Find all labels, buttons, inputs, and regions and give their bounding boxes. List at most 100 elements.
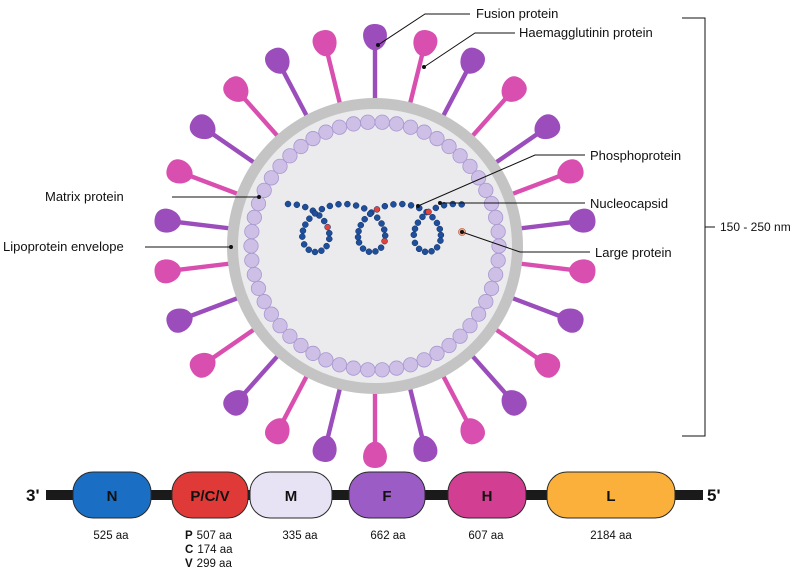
nucleocapsid-helix (284, 200, 466, 256)
nucleocapsid-bead (357, 221, 365, 229)
nucleocapsid-bead (335, 201, 342, 208)
matrix-protein-bead (282, 328, 298, 344)
matrix-protein-bead (256, 294, 272, 310)
spike-stalk (281, 368, 312, 423)
nucleocapsid-bead (373, 214, 381, 221)
spike-head (166, 159, 193, 184)
nucleocapsid-bead (419, 213, 426, 221)
spike-stalk (242, 349, 284, 396)
surface-glycoprotein-spikes (154, 24, 596, 468)
fusion-protein-spike (406, 381, 438, 462)
fusion-protein-spike (466, 349, 527, 416)
phosphoprotein-marker (324, 223, 331, 231)
fusion-protein-leader-dot (376, 43, 380, 47)
spike-stalk (488, 131, 540, 169)
haemagglutinin-spike (265, 368, 312, 445)
spike-head (501, 76, 527, 102)
haemagglutinin-spike (312, 30, 344, 111)
gene-m: M (249, 471, 333, 519)
matrix-protein-bead (246, 209, 262, 226)
nucleocapsid-bead (360, 205, 368, 212)
envelope-leader-dot (229, 245, 233, 249)
nucleocapsid-bead (306, 215, 313, 222)
matrix-protein-bead (345, 360, 362, 376)
label-large-protein: Large protein (595, 245, 672, 260)
nucleocapsid-bead (428, 248, 435, 255)
nucleocapsid-bead (299, 233, 306, 240)
nucleocapsid-bead (318, 205, 326, 213)
haemagglutinin-leader (423, 32, 515, 68)
nucleocapsid-bead (380, 226, 388, 233)
nucleocapsid-bead (365, 248, 373, 255)
matrix-protein-bead (402, 357, 419, 373)
nucleocapsid-bead (433, 244, 441, 251)
nucleocapsid-bead (361, 215, 368, 223)
matrix-protein-leader-dot (257, 195, 261, 199)
spike-stalk (325, 53, 344, 111)
spike-head (223, 390, 249, 416)
matrix-protein-bead (272, 158, 288, 174)
gene-label: N (107, 488, 118, 505)
nucleocapsid-bead (381, 232, 389, 239)
spike-head (166, 308, 193, 333)
fusion-protein-spike (265, 47, 312, 124)
spike-head (265, 418, 290, 445)
spike-head (189, 114, 216, 140)
large-protein-leader-dot (460, 230, 464, 234)
matrix-protein-bead (360, 362, 376, 378)
fusion-protein-leader (377, 13, 470, 46)
nucleocapsid-bead (355, 228, 362, 235)
matrix-protein-bead (256, 182, 272, 198)
matrix-protein-bead (388, 116, 405, 132)
matrix-protein-bead (490, 252, 506, 268)
spike-head (312, 435, 337, 462)
haemagglutinin-spike (505, 159, 584, 199)
phosphoprotein-leader (417, 154, 585, 207)
spike-stalk (210, 131, 262, 169)
spike-head (189, 352, 216, 378)
matrix-protein-bead (293, 337, 309, 354)
matrix-protein-bead (462, 158, 478, 174)
gene-block (171, 471, 249, 519)
size-h: 607 aa (468, 530, 504, 542)
spike-head (557, 159, 584, 184)
nucleocapsid-bead (437, 237, 444, 244)
gene-block (546, 471, 676, 519)
nucleocapsid-bead (433, 219, 441, 227)
matrix-protein-bead (293, 138, 309, 155)
nucleocapsid-bead (399, 200, 406, 208)
matrix-protein-bead (272, 318, 288, 334)
nucleocapsid-bead (284, 200, 292, 208)
matrix-protein-bead (305, 131, 321, 147)
spike-head (460, 47, 485, 74)
spike-stalk (406, 381, 425, 439)
matrix-protein-bead (250, 280, 267, 297)
nucleocapsid-bead (300, 241, 308, 248)
nucleocapsid-bead (344, 200, 351, 208)
nucleocapsid-bead (326, 202, 334, 210)
matrix-protein-bead (318, 124, 334, 140)
spike-head (413, 435, 438, 462)
size-n: 525 aa (93, 530, 129, 542)
spike-stalk (178, 260, 237, 273)
gene-block (348, 471, 426, 519)
matrix-protein-bead (488, 266, 504, 283)
matrix-protein-bead (483, 195, 500, 212)
nucleocapsid-bead (437, 231, 445, 239)
gene-pcv: P/C/V (171, 471, 249, 519)
label-fusion-protein: Fusion protein (476, 6, 558, 21)
matrix-protein-bead (441, 138, 457, 155)
label-nucleocapsid: Nucleocapsid (590, 196, 668, 211)
nucleocapsid-bead (320, 217, 328, 225)
matrix-protein-bead (360, 114, 376, 130)
size-label: 150 - 250 nm (720, 220, 791, 234)
nucleocapsid-bead (432, 204, 440, 212)
label-lipoprotein-envelope: Lipoprotein envelope (3, 239, 124, 254)
fusion-protein-spike (189, 114, 262, 169)
matrix-protein-bead (452, 148, 468, 164)
gene-label: L (606, 488, 615, 505)
haemagglutinin-spike (223, 76, 284, 143)
